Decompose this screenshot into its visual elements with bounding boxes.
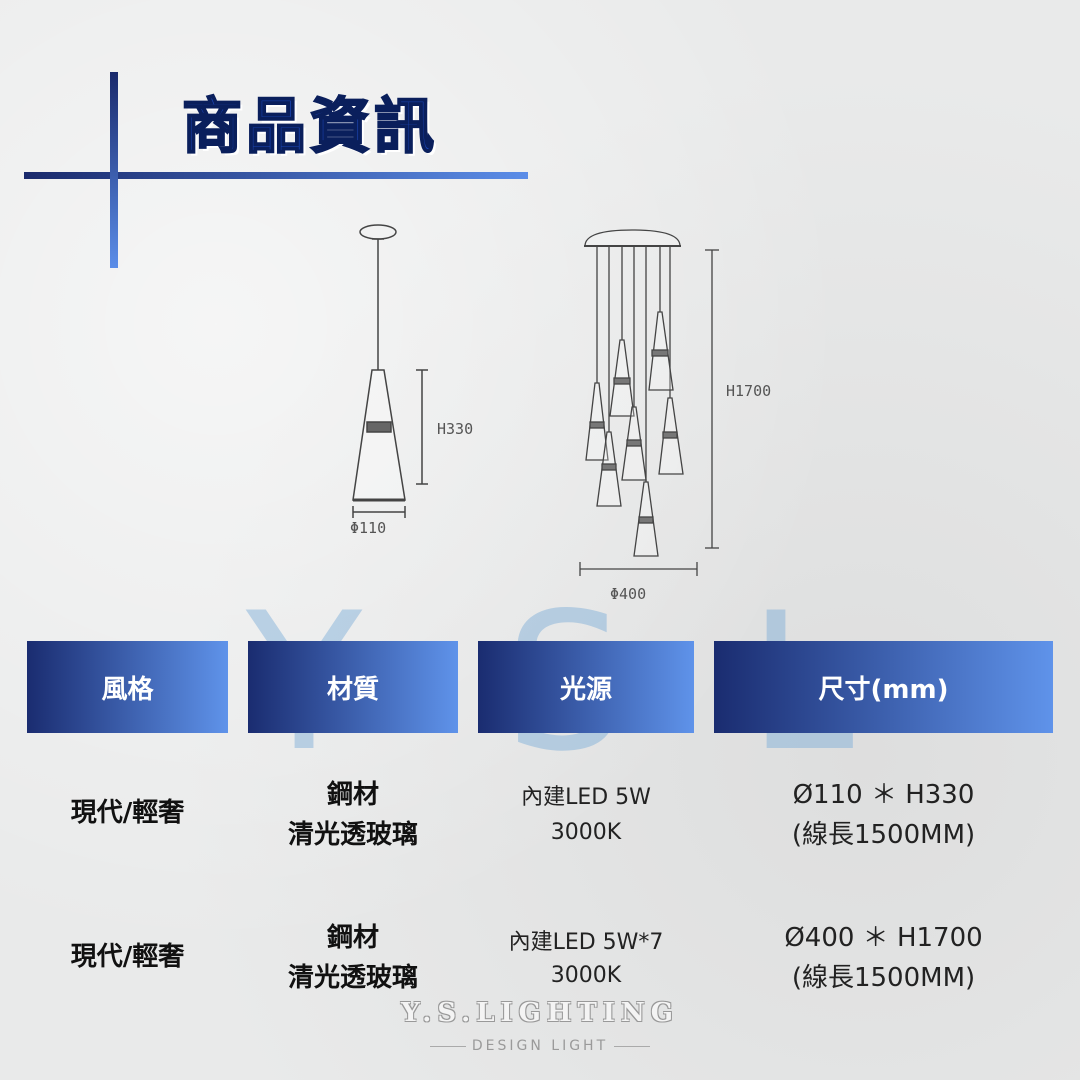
cluster-diameter-label: Φ400 <box>610 585 646 603</box>
row1-material-line1: 鋼材 <box>326 780 379 810</box>
row2-style: 現代/輕奢 <box>70 942 185 972</box>
row1-material-line2: 清光透玻璃 <box>287 820 418 850</box>
single-diameter-label: Φ110 <box>350 519 386 537</box>
row2-light-line2: 3000K <box>550 963 622 988</box>
row1-size-line2: (線長1500MM) <box>791 820 976 850</box>
tagline-text: DESIGN LIGHT <box>471 1038 609 1054</box>
brand-logo: Y.S.LIGHTING <box>401 998 679 1028</box>
brand-tagline: DESIGN LIGHT <box>0 1038 1080 1054</box>
row2-size-line1: Ø400 ＊ H1700 <box>784 923 983 953</box>
row1-light-line1: 內建LED 5W <box>521 785 651 810</box>
header-size: 尺寸(mm) <box>714 641 1053 733</box>
row1-light-line2: 3000K <box>550 820 622 845</box>
tagline-rule-left <box>429 1045 466 1047</box>
header-material: 材質 <box>248 641 458 733</box>
header-vertical-rule <box>110 72 118 268</box>
page-title: 商品資訊 <box>181 91 438 163</box>
header-horizontal-rule <box>24 172 528 179</box>
row2-light-line1: 內建LED 5W*7 <box>508 930 664 955</box>
row2-material-line1: 鋼材 <box>326 923 379 953</box>
single-pendant-drawing <box>352 224 428 518</box>
row2-size-line2: (線長1500MM) <box>791 963 976 993</box>
tagline-rule-right <box>614 1045 651 1047</box>
header-light-source: 光源 <box>478 641 694 733</box>
row1-style: 現代/輕奢 <box>70 798 185 828</box>
header-style: 風格 <box>27 641 228 733</box>
cluster-pendant-drawing <box>579 229 719 576</box>
single-height-label: H330 <box>437 420 473 438</box>
cluster-height-label: H1700 <box>726 382 771 400</box>
row1-size-line1: Ø110 ＊ H330 <box>792 780 975 810</box>
row2-material-line2: 清光透玻璃 <box>287 963 418 993</box>
product-dimension-drawing: H330 Φ110 H1700 Φ40 <box>350 224 771 603</box>
